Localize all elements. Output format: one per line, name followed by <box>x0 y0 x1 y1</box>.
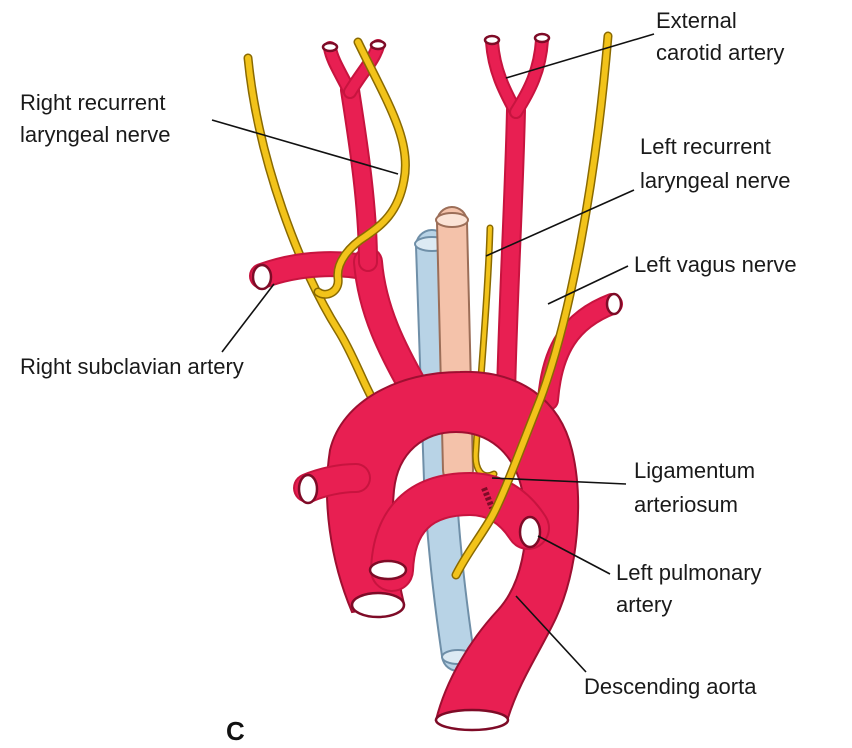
label-line: artery <box>616 592 672 617</box>
label-line: laryngeal nerve <box>20 122 170 147</box>
label-left-recurrent: Left recurrent laryngeal nerve <box>640 134 790 193</box>
label-descending-aorta: Descending aorta <box>584 674 757 699</box>
label-line: Left pulmonary <box>616 560 762 585</box>
label-right-subclavian: Right subclavian artery <box>20 354 244 379</box>
label-line: Left vagus nerve <box>634 252 797 277</box>
label-ligamentum: Ligamentum arteriosum <box>634 458 755 517</box>
label-line: arteriosum <box>634 492 738 517</box>
label-line: Ligamentum <box>634 458 755 483</box>
label-line: Right subclavian artery <box>20 354 244 379</box>
label-external-carotid: External carotid artery <box>656 8 784 65</box>
label-line: Left recurrent <box>640 134 771 159</box>
label-line: Right recurrent <box>20 90 166 115</box>
label-left-vagus: Left vagus nerve <box>634 252 797 277</box>
brachiocephalic-trunk <box>253 41 418 395</box>
label-left-pulmonary: Left pulmonary artery <box>616 560 762 617</box>
panel-letter: C <box>226 716 245 746</box>
label-line: Descending aorta <box>584 674 757 699</box>
label-right-recurrent: Right recurrent laryngeal nerve <box>20 90 170 147</box>
left-common-carotid-artery <box>485 34 549 395</box>
label-line: External <box>656 8 737 33</box>
label-line: laryngeal nerve <box>640 168 790 193</box>
label-line: carotid artery <box>656 40 784 65</box>
